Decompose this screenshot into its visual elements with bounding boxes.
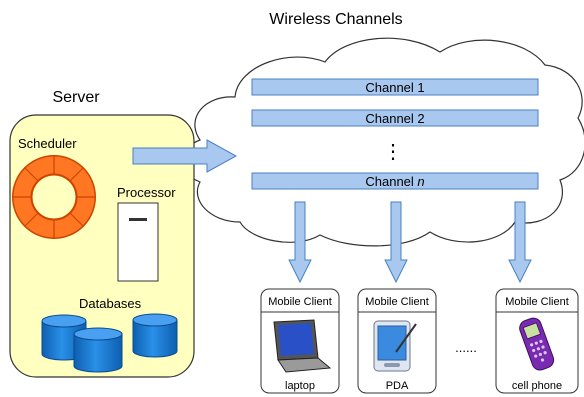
mobile-client-cell-phone: Mobile Client cell phone [495, 288, 579, 394]
client-header: Mobile Client [268, 296, 332, 308]
down-arrow-pda [384, 201, 408, 284]
client-header: Mobile Client [365, 296, 429, 308]
clients-ellipsis: ...... [455, 340, 477, 355]
mobile-client-laptop: Mobile Client laptop [260, 288, 340, 394]
client-device-label: cell phone [512, 380, 562, 392]
mobile-client-pda: Mobile Client PDA [357, 288, 437, 394]
cloud-title: Wireless Channels [269, 11, 402, 28]
channel-bar-n [251, 172, 539, 190]
channel-label-n-prefix: Channel [365, 174, 417, 189]
database-icon [73, 327, 123, 373]
channel-label-2: Channel 2 [365, 111, 424, 126]
channel-list: Channel 1 Channel 2 ⋮ Channel n [251, 78, 539, 190]
down-arrow-cell-phone [508, 201, 532, 284]
channel-label-1: Channel 1 [365, 80, 424, 95]
channel-ellipsis: ⋮ [383, 141, 403, 163]
channel-label-n: Channel n [365, 174, 424, 189]
processor-icon [117, 202, 159, 282]
server-to-channels-arrow [132, 139, 238, 173]
server-box: Server Scheduler Processor Databa [9, 89, 195, 378]
cell-phone-icon [519, 317, 555, 371]
databases-label: Databases [79, 296, 142, 311]
client-header: Mobile Client [505, 296, 569, 308]
processor-label: Processor [117, 185, 176, 200]
laptop-icon [273, 319, 332, 373]
database-icon [132, 313, 178, 358]
channel-bar-2 [251, 109, 539, 127]
scheduler-icon [12, 155, 96, 239]
server-title: Server [52, 89, 100, 106]
scheduler-label: Scheduler [18, 136, 77, 151]
client-device-label: PDA [386, 380, 409, 392]
channel-label-n-suffix: n [417, 174, 424, 189]
down-arrow-laptop [288, 201, 312, 284]
channel-bar-1 [251, 78, 539, 96]
pda-icon [373, 320, 417, 372]
client-device-label: laptop [285, 380, 315, 392]
